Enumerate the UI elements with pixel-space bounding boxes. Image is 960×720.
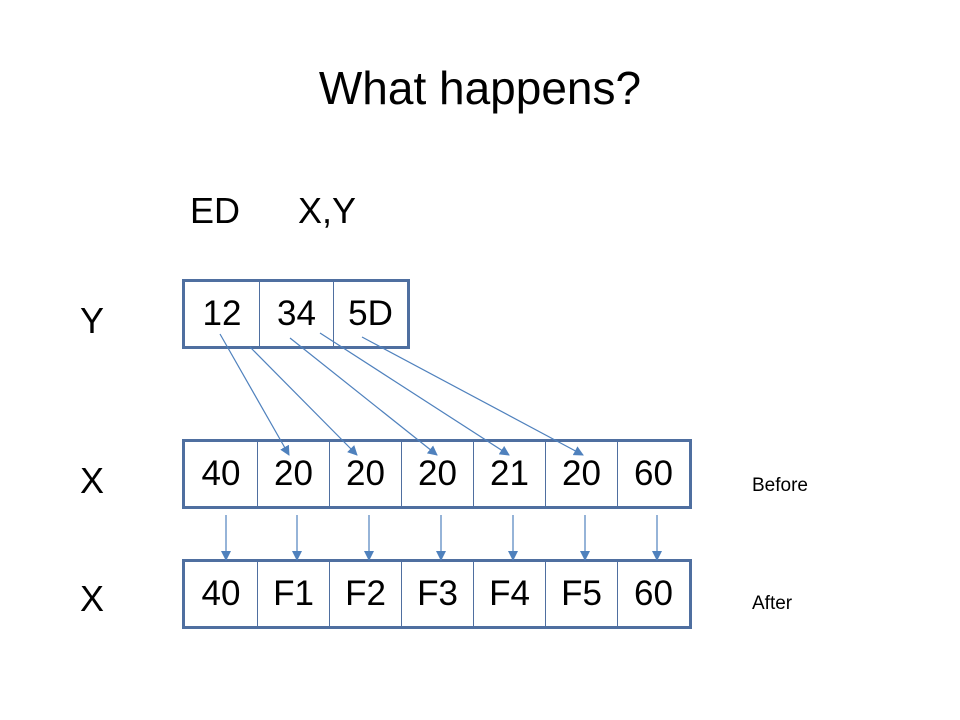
after-note: After <box>752 593 793 614</box>
instruction-opcode: ED <box>190 190 241 231</box>
x-after-byte-cell: 40 <box>201 574 241 613</box>
row-label-x-after: X <box>80 578 105 619</box>
x-after-byte-cell: F4 <box>473 562 545 626</box>
row-label-x-before: X <box>80 460 105 501</box>
pattern-y-box: 12 34 5D <box>182 279 410 349</box>
y-to-x-arrow <box>361 336 584 456</box>
x-before-byte-cell: 20 <box>257 442 329 506</box>
instruction-operands: X,Y <box>298 190 357 231</box>
row-label-y: Y <box>80 300 105 341</box>
before-note: Before <box>752 475 808 496</box>
x-before-byte-cell: 20 <box>401 442 473 506</box>
x-after-byte-cell: F5 <box>545 562 617 626</box>
x-after-byte-cell: F1 <box>257 562 329 626</box>
x-before-byte-cell: 20 <box>329 442 401 506</box>
x-after-byte-cell: F2 <box>329 562 401 626</box>
y-byte-cell: 5D <box>333 282 407 346</box>
x-after-byte-cell: 60 <box>617 562 689 626</box>
y-byte-cell: 12 <box>202 294 242 333</box>
y-to-x-arrow <box>219 333 290 456</box>
x-after-byte-cell: F3 <box>401 562 473 626</box>
y-to-x-arrow <box>289 337 438 456</box>
y-byte-cell: 34 <box>259 282 333 346</box>
x-before-byte-cell: 20 <box>545 442 617 506</box>
slide-title: What happens? <box>318 62 642 114</box>
x-before-byte-cell: 40 <box>201 454 241 493</box>
y-to-x-arrow <box>249 346 358 456</box>
field-x-before-box: 40 20 20 20 21 20 60 <box>182 439 692 509</box>
y-to-x-arrow <box>319 332 510 456</box>
x-before-byte-cell: 60 <box>617 442 689 506</box>
x-before-byte-cell: 21 <box>473 442 545 506</box>
